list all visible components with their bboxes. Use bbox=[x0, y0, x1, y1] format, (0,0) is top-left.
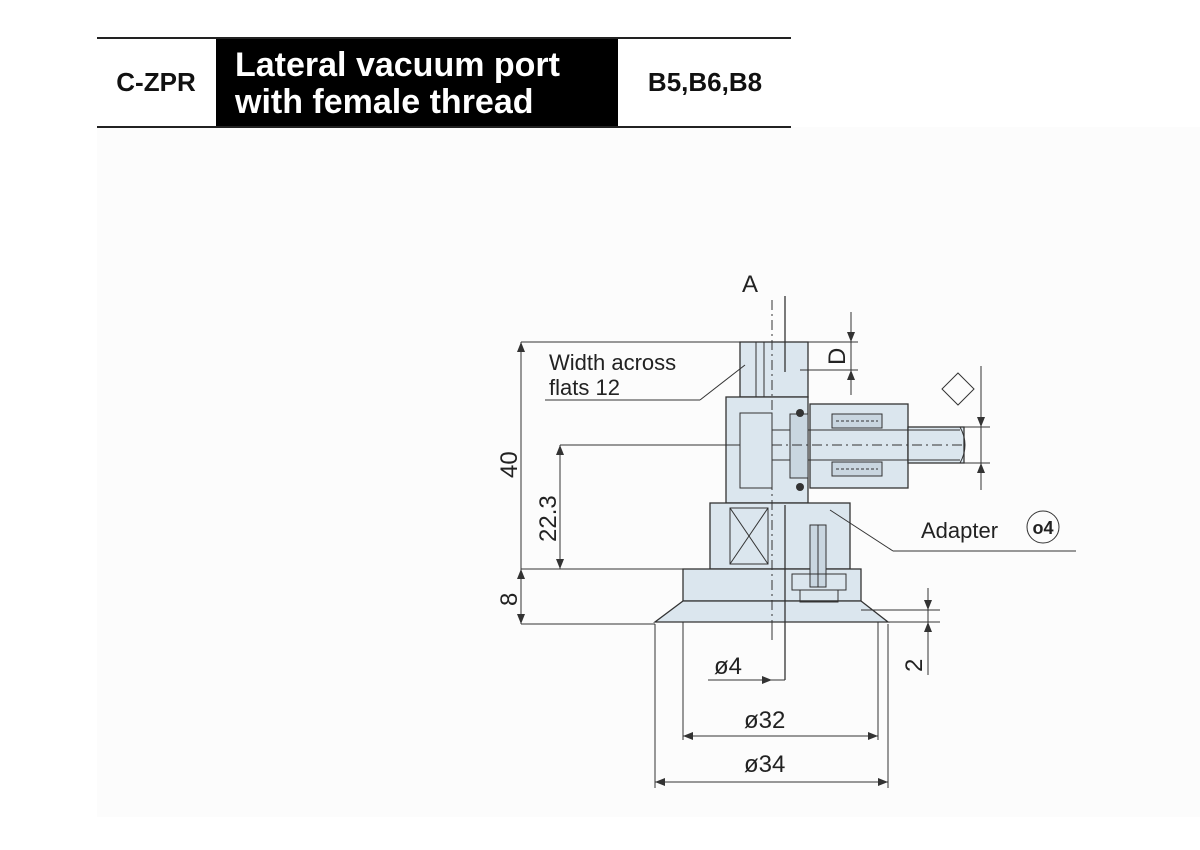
title-line-2: with female thread bbox=[235, 83, 534, 121]
adapter-badge: o4 bbox=[1032, 518, 1053, 538]
width-flats-line2: flats 12 bbox=[549, 375, 620, 400]
header-top-rule bbox=[97, 37, 791, 39]
product-code: C-ZPR bbox=[116, 67, 196, 97]
width-flats-line1: Width across bbox=[549, 350, 676, 375]
dim-2-label: 2 bbox=[901, 659, 928, 672]
center-lines bbox=[771, 300, 965, 640]
header-bar: C-ZPR Lateral vacuum port with female th… bbox=[97, 37, 791, 128]
dim-8-label: 8 bbox=[496, 593, 523, 606]
dia-32-label: ø32 bbox=[744, 707, 785, 734]
dim-22-3-label: 22.3 bbox=[535, 495, 562, 542]
dia-4-label: ø4 bbox=[714, 653, 742, 680]
dimension-text: A D Width across flats 12 40 22.3 8 2 ø4… bbox=[496, 271, 1054, 778]
o-rings bbox=[796, 409, 804, 491]
arrowheads bbox=[517, 332, 985, 786]
hex-top bbox=[739, 341, 809, 398]
adapter-block bbox=[709, 502, 851, 570]
header-bottom-rule bbox=[97, 126, 791, 128]
product-title: Lateral vacuum port with female thread bbox=[216, 39, 618, 126]
dim-d-label: D bbox=[824, 348, 851, 365]
adapter-label: Adapter bbox=[921, 518, 998, 543]
section-label: A bbox=[742, 271, 758, 298]
dia-34-label: ø34 bbox=[744, 751, 785, 778]
variant-codes: B5,B6,B8 bbox=[647, 67, 763, 97]
dim-40-label: 40 bbox=[496, 451, 523, 478]
title-line-1: Lateral vacuum port bbox=[235, 46, 560, 84]
part-body bbox=[653, 341, 965, 623]
dimension-lines bbox=[520, 312, 1076, 788]
drawing-panel bbox=[97, 127, 1200, 817]
internal-details bbox=[690, 342, 966, 603]
